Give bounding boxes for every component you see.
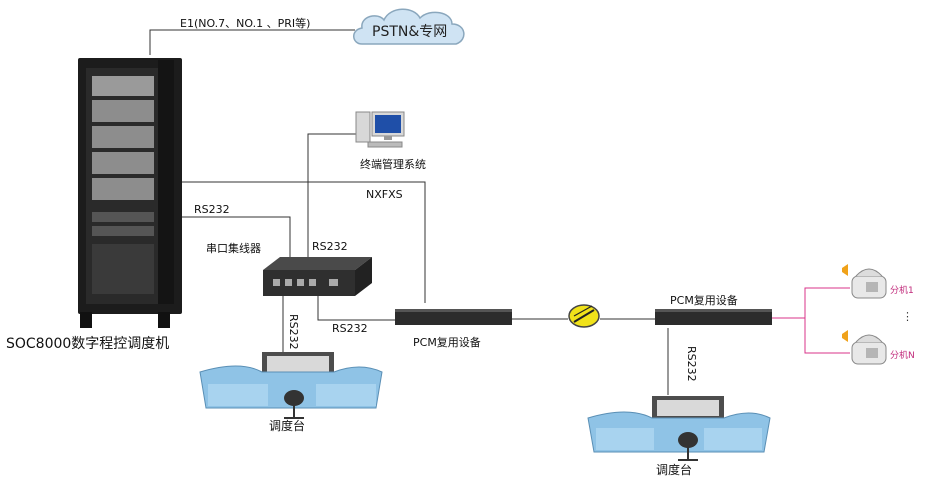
console-left-label: 调度台 (269, 419, 306, 433)
e1-link (149, 29, 355, 55)
link-emblem-icon (568, 304, 600, 328)
pstn-cloud-icon (353, 8, 465, 45)
extension-phone-1-icon (842, 264, 887, 299)
rs232-hub-pcm-label: RS232 (332, 322, 368, 335)
switch-rack-icon (78, 58, 182, 328)
hub-label: 串口集线器 (206, 242, 261, 255)
pcm-left-label: PCM复用设备 (413, 336, 481, 349)
extn-label: 分机N (890, 351, 915, 361)
extension-lines (772, 287, 850, 354)
rs232-hub-console-label: RS232 (287, 314, 300, 350)
extension-phone-n-icon (842, 330, 887, 365)
switch-label: SOC8000数字程控调度机 (6, 336, 170, 352)
serial-hub-icon (263, 257, 372, 296)
nxfxs-link (182, 181, 426, 303)
ext1-label: 分机1 (890, 286, 914, 296)
console-left-icon (199, 352, 383, 419)
pcm-right-device-icon (655, 309, 772, 325)
terminal-label: 终端管理系统 (360, 158, 426, 171)
extension-ellipsis: ⋮ (902, 310, 913, 323)
e1-link-label: E1(NO.7、NO.1 、PRI等) (180, 17, 311, 30)
console-right-label: 调度台 (656, 463, 693, 477)
rs232-hub-pcm-link (317, 296, 395, 321)
console-right-icon (587, 396, 771, 461)
connection-lines (149, 29, 669, 395)
rs232-hub-terminal-label: RS232 (312, 240, 348, 253)
rs232-switch-hub-label: RS232 (194, 203, 230, 216)
rs232-hub-terminal-link (307, 133, 360, 258)
computer-icon (355, 111, 405, 148)
pcm-right-label: PCM复用设备 (670, 294, 738, 307)
nxfxs-label: NXFXS (366, 188, 403, 201)
cloud-label: PSTN&专网 (372, 24, 448, 40)
rs232-switch-hub-link (182, 216, 291, 258)
pcm-left-device-icon (395, 309, 512, 325)
rs232-pcm-console-label: RS232 (685, 346, 698, 382)
